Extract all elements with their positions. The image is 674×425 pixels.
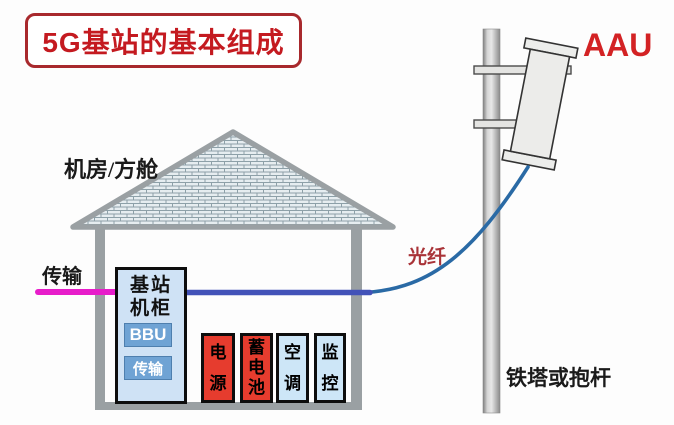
roof-shape — [70, 129, 396, 230]
tower-label: 铁塔或抱杆 — [506, 366, 611, 390]
page-title: 5G基站的基本组成 — [42, 26, 285, 58]
room-label: 机房/方舱 — [64, 157, 159, 182]
aau-label: AAU — [583, 27, 653, 63]
left-wall — [95, 227, 105, 410]
power-supply-label: 电源 — [209, 343, 227, 393]
bbu-module: BBU — [124, 323, 172, 347]
power-supply-box: 电源 — [201, 333, 235, 403]
transport-module: 传输 — [124, 356, 172, 380]
monitoring-box: 监控 — [314, 333, 346, 403]
upper-bracket — [473, 65, 572, 75]
fiber-cable — [364, 165, 530, 295]
aau-panel — [509, 48, 571, 160]
fiber-label: 光纤 — [408, 247, 447, 268]
transmission-label: 传输 — [42, 266, 82, 288]
bbu-module-label: BBU — [129, 325, 167, 344]
transport-module-label: 传输 — [132, 361, 163, 378]
title-box: 5G基站的基本组成 — [25, 13, 302, 68]
base-station-cabinet: 基站机柜 BBU 传输 — [115, 267, 187, 404]
cabinet-title: 基站机柜 — [129, 275, 172, 320]
right-wall — [351, 227, 362, 410]
air-conditioner-label: 空调 — [284, 343, 301, 393]
floor — [95, 402, 362, 410]
battery-label: 蓄电池 — [248, 338, 265, 397]
monitoring-label: 监控 — [321, 343, 339, 393]
battery-box: 蓄电池 — [240, 333, 273, 403]
air-conditioner-box: 空调 — [276, 333, 309, 403]
